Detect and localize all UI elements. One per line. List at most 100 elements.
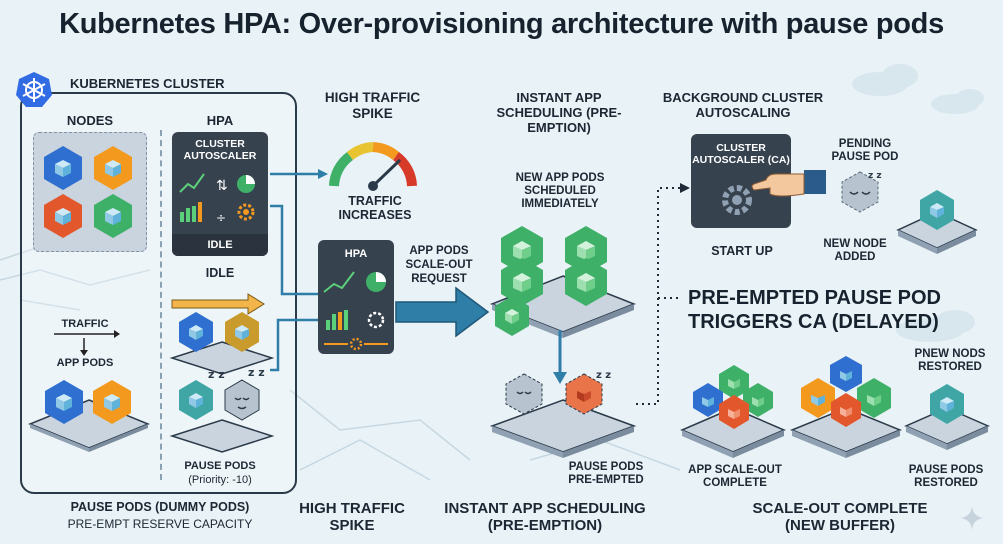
cube-icon <box>801 378 835 418</box>
gear-icon <box>237 203 255 221</box>
traffic-increases-label: TRAFFIC INCREASES <box>338 194 412 222</box>
cube-icon <box>930 384 964 424</box>
gear-icon <box>722 185 752 215</box>
footer-col1-line2: PRE-EMPT RESERVE CAPACITY <box>67 517 253 531</box>
cluster-right-pods: z z z z <box>169 293 275 453</box>
cloud-icon <box>852 64 984 342</box>
hpa-controller-title: HPA <box>344 248 368 260</box>
page-title: Kubernetes HPA: Over-provisioning archit… <box>59 8 944 40</box>
pause-pods-label: PAUSE PODS <box>184 460 256 472</box>
cube-icon <box>225 312 259 352</box>
nodes-label: NODES <box>66 113 114 128</box>
pause-pods-preempted-label: PAUSE PODS PRE-EMPTED <box>568 461 644 486</box>
gear-icon <box>324 337 388 351</box>
line-chart-icon <box>179 173 205 193</box>
cube-icon <box>501 258 543 306</box>
line-chart-icon <box>323 271 355 293</box>
hand-icon <box>751 170 826 197</box>
cube-icon <box>565 373 603 415</box>
traffic-arrow <box>54 330 120 356</box>
down-arrow <box>553 330 567 384</box>
hpa-label: HPA <box>206 113 234 128</box>
cube-icon <box>743 383 773 417</box>
svg-text:z z: z z <box>596 370 611 381</box>
cube-icon <box>45 380 83 424</box>
autoscaling-stage-heading: BACKGROUND CLUSTER AUTOSCALING <box>662 90 824 120</box>
cube-icon <box>857 378 891 418</box>
cube-icon <box>179 380 213 420</box>
app-scaleout-complete-label: APP SCALE-OUT COMPLETE <box>688 464 782 489</box>
ca-title: CLUSTER AUTOSCALER (CA) <box>692 142 790 166</box>
bar-chart-icon <box>180 202 202 222</box>
app-pods-label: APP PODS <box>56 357 114 369</box>
traffic-label: TRAFFIC <box>61 318 109 330</box>
svg-text:z z: z z <box>868 171 882 181</box>
svg-text:⇅: ⇅ <box>216 178 228 194</box>
scale-out-arrow <box>395 286 490 338</box>
app-pods-platform <box>28 380 150 452</box>
sleep-icon <box>505 373 543 415</box>
sleep-icon <box>224 379 260 421</box>
pnew-nods-restored-label: PNEW NODS RESTORED <box>914 348 986 373</box>
cube-icon <box>501 226 543 274</box>
cube-icon <box>179 312 213 352</box>
gear-icon <box>367 311 385 329</box>
cluster-label: KUBERNETES CLUSTER <box>70 76 225 91</box>
scheduled-app-pods <box>489 226 637 338</box>
scheduling-stage-heading: INSTANT APP SCHEDULING (PRE-EMPTION) <box>496 90 622 135</box>
cluster-autoscaler-title: CLUSTER AUTOSCALER <box>183 138 257 162</box>
scale-out-request-label: APP PODS SCALE-OUT REQUEST <box>405 245 473 285</box>
pending-pause-pod-label: PENDING PAUSE POD <box>831 138 899 163</box>
footer-col3: INSTANT APP SCHEDULING (PRE-EMPTION) <box>444 500 646 534</box>
new-buffer-platform <box>790 356 902 458</box>
cube-icon <box>94 194 132 238</box>
cluster-autoscaler-status: IDLE <box>172 234 268 256</box>
cube-icon <box>565 226 607 274</box>
gauge-icon <box>329 142 417 191</box>
cluster-autoscaler-panel: CLUSTER AUTOSCALER ⇅ ÷ IDLE <box>172 132 268 256</box>
cube-icon <box>719 365 749 399</box>
new-node-added-label: NEW NODE ADDED <box>823 238 887 263</box>
pause-restored-platform <box>904 384 990 450</box>
pause-pods-priority: (Priority: -10) <box>188 474 252 486</box>
start-up-label: START UP <box>711 244 773 258</box>
cube-icon <box>44 146 82 190</box>
traffic-stage-heading: HIGH TRAFFIC SPIKE <box>324 90 421 121</box>
app-scaleout-platform <box>680 365 786 458</box>
hpa-metrics-icons <box>323 271 388 351</box>
cube-icon <box>693 383 723 417</box>
hpa-controller-panel: HPA <box>318 240 394 354</box>
cube-icon <box>565 258 607 306</box>
svg-text:z z: z z <box>248 366 265 379</box>
footer-col4: SCALE-OUT COMPLETE (NEW BUFFER) <box>752 500 928 534</box>
kubernetes-icon <box>16 72 52 107</box>
sleep-icon: z z <box>841 171 882 213</box>
cube-icon <box>831 393 861 427</box>
new-node-platform <box>896 190 978 254</box>
idle-label: IDLE <box>205 266 235 280</box>
dotted-connector <box>636 183 690 405</box>
pie-chart-icon <box>237 175 255 193</box>
metrics-icons: ⇅ ÷ <box>179 173 255 225</box>
new-pods-label: NEW APP PODS SCHEDULED IMMEDIATELY <box>515 172 605 210</box>
cube-icon <box>830 356 862 392</box>
cube-icon <box>495 296 529 336</box>
trigger-label: PRE-EMPTED PAUSE POD TRIGGERS CA (DELAYE… <box>688 287 941 333</box>
cube-icon <box>94 146 132 190</box>
preempted-pause-pods: z z <box>489 370 637 458</box>
svg-text:÷: ÷ <box>216 211 226 225</box>
bar-chart-icon <box>326 310 348 330</box>
pie-chart-icon <box>366 272 386 292</box>
cube-icon <box>719 395 749 429</box>
node-pods-group <box>44 146 132 238</box>
cube-icon <box>44 194 82 238</box>
footer-col1-line1: PAUSE PODS (DUMMY PODS) <box>70 500 250 514</box>
pause-pods-restored-label: PAUSE PODS RESTORED <box>908 464 984 489</box>
footer-col2: HIGH TRAFFIC SPIKE <box>299 500 405 534</box>
svg-text:z z: z z <box>208 368 225 381</box>
nodes-panel <box>33 132 147 252</box>
cluster-divider <box>160 130 162 480</box>
cube-icon <box>920 190 954 230</box>
sparkle-icon <box>960 506 984 530</box>
